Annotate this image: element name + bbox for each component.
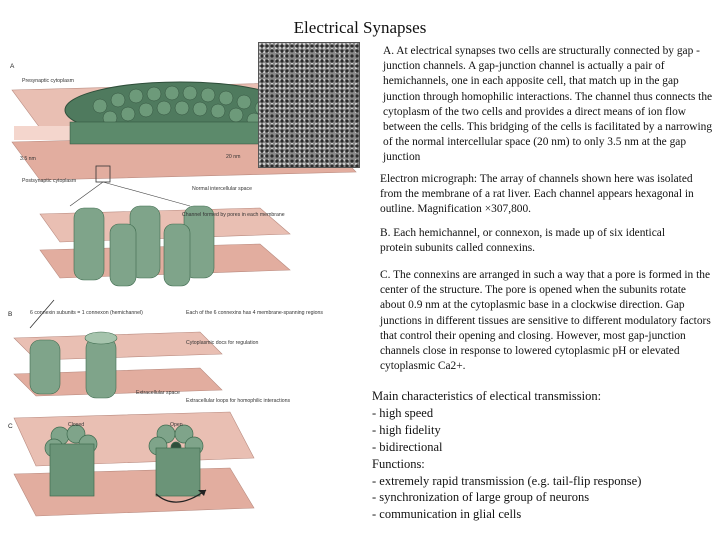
gap-junction-figure: A B C Presynaptic cytoplasm Postsynaptic… — [8, 63, 357, 517]
each-connexin-label: Each of the 6 connexins has 4 membrane-s… — [186, 310, 323, 316]
paragraph-electron-micrograph: Electron micrograph: The array of channe… — [380, 173, 694, 216]
list-item: - synchronization of large group of neur… — [372, 490, 590, 505]
page-title: Electrical Synapses — [293, 18, 427, 37]
connexon-subunits-label: 6 connexin subunits = 1 connexon (hemich… — [30, 310, 143, 316]
gap-20-label: 20 nm — [226, 154, 240, 160]
closed-channel — [44, 424, 98, 497]
normal-space-label: Normal intercellular space — [192, 186, 252, 192]
cytoplasmic-docs-label: Cytoplasmic docs for regulation — [186, 340, 258, 346]
postsynaptic-label: Postsynaptic cytoplasm — [22, 178, 76, 184]
gap-35-label: 3.5 nm — [20, 156, 36, 162]
list-item: - high fidelity — [372, 422, 441, 437]
channel-formed-label: Channel formed by pores in each membrane — [182, 212, 285, 218]
paragraph-c: C. The connexins are arranged in such a … — [380, 269, 711, 373]
list-item: - high speed — [372, 405, 434, 420]
functions-heading: Functions: — [372, 456, 425, 471]
main-heading: Main characteristics of electical transm… — [372, 389, 602, 403]
electron-micrograph — [258, 42, 360, 168]
extracellular-space-label: Extracellular space — [136, 390, 180, 396]
panel-c-label: C — [8, 423, 13, 430]
panel-a-label: A — [10, 63, 15, 70]
paragraph-a: A. At electrical synapses two cells are … — [383, 45, 713, 164]
panel-b-label: B — [8, 311, 12, 318]
presynaptic-label: Presynaptic cytoplasm — [22, 78, 74, 84]
open-channel — [148, 424, 204, 497]
main-characteristics: Main characteristics of electical transm… — [372, 388, 717, 523]
open-label: Open — [170, 422, 183, 428]
list-item: - communication in glial cells — [372, 507, 522, 522]
list-item: - bidirectional — [372, 439, 443, 454]
extracellular-loops-label: Extracellular loops for homophilic inter… — [186, 398, 290, 404]
closed-label: Closed — [68, 422, 84, 428]
paragraph-b: B. Each hemichannel, or connexon, is mad… — [380, 227, 665, 255]
list-item: - extremely rapid transmission (e.g. tai… — [372, 473, 642, 488]
